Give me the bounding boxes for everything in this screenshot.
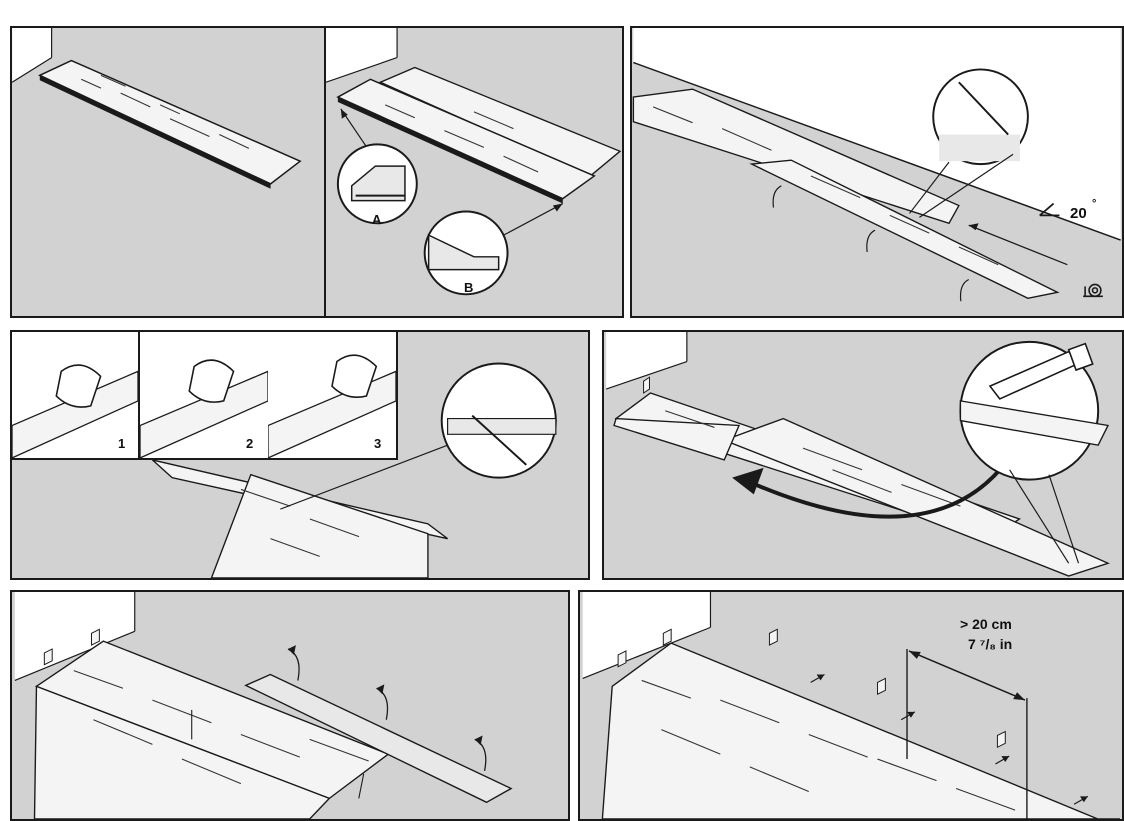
plank-row-1 bbox=[601, 642, 1120, 819]
gap-label-metric: > 20 cm bbox=[960, 616, 1012, 632]
panel-step-4: 1 2 3 bbox=[10, 330, 590, 580]
hand-icon bbox=[268, 354, 396, 458]
snail-icon bbox=[1083, 283, 1103, 298]
substep-1: 1 bbox=[12, 332, 140, 460]
saw-icon bbox=[988, 342, 1094, 400]
substep-number: 3 bbox=[374, 436, 382, 451]
step-2-illustration bbox=[326, 28, 622, 296]
step-6-illustration bbox=[14, 592, 513, 819]
step-1-illustration bbox=[12, 28, 302, 189]
hand-icon bbox=[140, 359, 268, 458]
step-7-illustration bbox=[582, 592, 1120, 819]
gap-label-imperial: 7 ⁷/₈ in bbox=[968, 636, 1013, 652]
panel-step-7: > 20 cm 7 ⁷/₈ in bbox=[578, 590, 1124, 821]
hand-icon bbox=[12, 364, 138, 458]
panel-step-1 bbox=[10, 26, 326, 318]
plank-angled bbox=[749, 159, 1060, 299]
substep-number: 1 bbox=[118, 436, 126, 451]
detail-label-a: A bbox=[372, 212, 382, 227]
panel-step-5 bbox=[602, 330, 1124, 580]
step-4-illustration bbox=[142, 362, 586, 578]
plank-row-lifted bbox=[244, 673, 513, 804]
panel-step-2: A B bbox=[324, 26, 624, 318]
panel-step-6 bbox=[10, 590, 570, 821]
cut-piece bbox=[613, 417, 741, 461]
substep-number: 2 bbox=[246, 436, 254, 451]
angle-degree-mark: ° bbox=[1092, 198, 1097, 210]
plank bbox=[38, 59, 302, 185]
substep-3: 3 bbox=[268, 332, 398, 460]
step-3-illustration bbox=[632, 28, 1121, 302]
angle-label: 20 bbox=[1070, 205, 1087, 222]
substep-2: 2 bbox=[140, 332, 270, 460]
plank-row-2 bbox=[722, 417, 1110, 577]
plank-row-2 bbox=[33, 685, 331, 819]
angle-icon bbox=[1039, 202, 1060, 217]
panel-step-3: 20 ° bbox=[630, 26, 1124, 318]
step-5-illustration bbox=[605, 332, 1110, 577]
detail-label-b: B bbox=[464, 280, 474, 295]
plank-row-1 bbox=[632, 88, 960, 225]
